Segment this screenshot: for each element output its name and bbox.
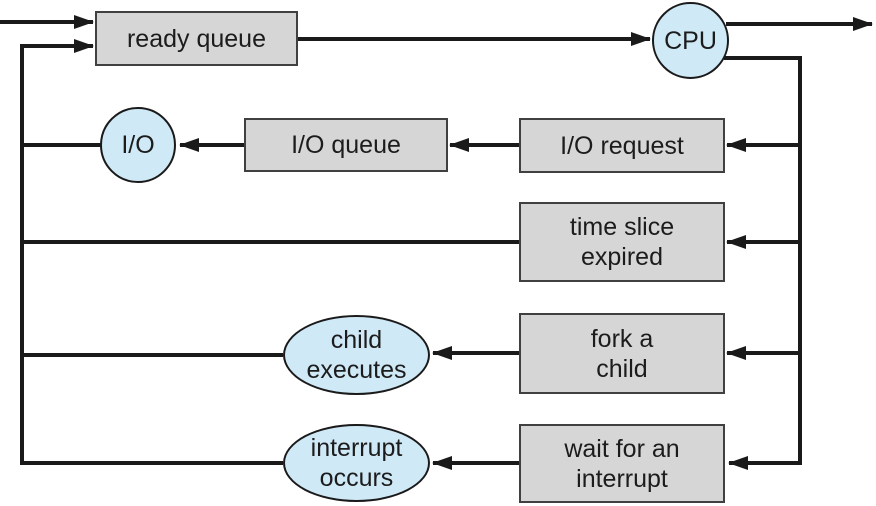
fork-a-child-box: fork a child (519, 313, 725, 394)
wait-for-interrupt-line1: wait for an (564, 434, 680, 463)
child-executes-line2: executes (306, 356, 407, 384)
interrupt-occurs-line2: occurs (319, 464, 394, 492)
wait-for-interrupt-box: wait for an interrupt (519, 424, 725, 503)
edge-cpu-to-wait-for-interrupt (724, 56, 802, 470)
fork-a-child-line1: fork a (590, 324, 654, 353)
edge-feedback-spine-to-ready-queue (20, 39, 283, 465)
interrupt-occurs-ellipse: interrupt occurs (283, 424, 430, 502)
io-request-box: I/O request (519, 118, 725, 173)
io-circle: I/O (100, 107, 176, 183)
time-slice-expired-line1: time slice (569, 213, 675, 241)
io-label: I/O (121, 131, 155, 159)
fork-a-child-line2: child (596, 354, 648, 383)
child-executes-line1: child (330, 326, 383, 354)
child-executes-ellipse: child executes (283, 315, 430, 395)
ready-queue-label: ready queue (126, 24, 266, 53)
cpu-label: CPU (664, 26, 717, 55)
time-slice-expired-line2: expired (581, 243, 663, 271)
io-request-label: I/O request (560, 131, 684, 160)
io-queue-label: I/O queue (291, 131, 401, 159)
io-queue-box: I/O queue (244, 118, 448, 172)
time-slice-expired-box: time slice expired (519, 202, 725, 282)
cpu-circle: CPU (652, 2, 729, 79)
ready-queue-box: ready queue (95, 11, 298, 66)
interrupt-occurs-line1: interrupt (310, 434, 403, 462)
wait-for-interrupt-line2: interrupt (576, 464, 668, 493)
